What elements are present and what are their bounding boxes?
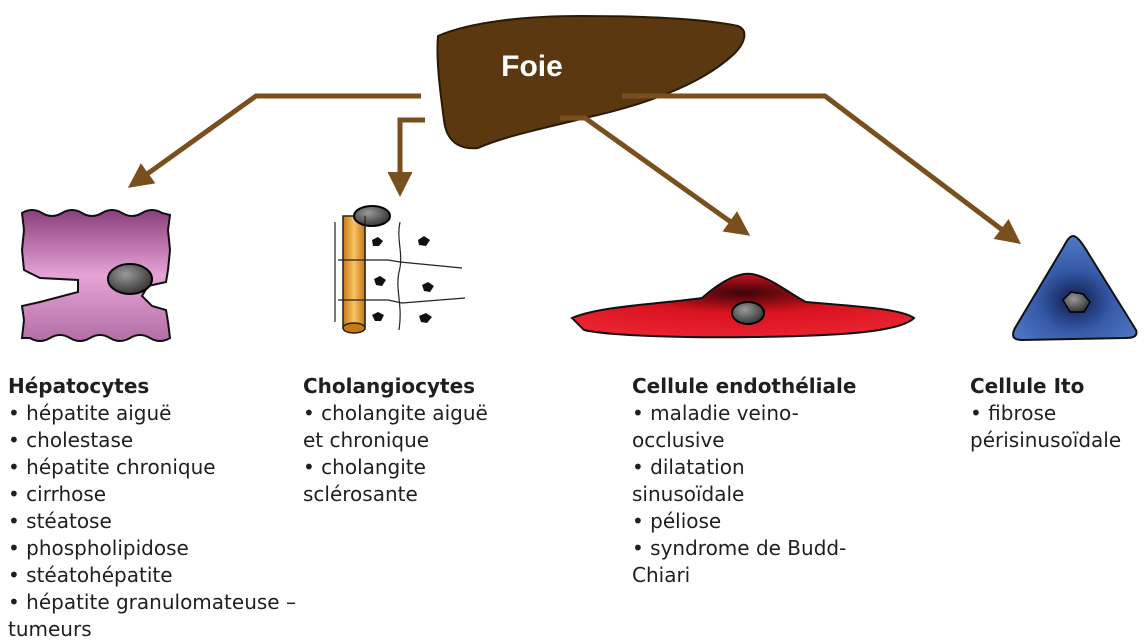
hepatocytes-item: • cholestase: [8, 427, 296, 454]
arrow-to-endothelial: [560, 118, 742, 230]
cholangiocytes-item: • cholangite aiguë: [303, 400, 488, 427]
cholangiocytes-block: Cholangiocytes • cholangite aiguë et chr…: [303, 373, 488, 508]
hepatocytes-block: Hépatocytes • hépatite aiguë • cholestas…: [8, 373, 296, 643]
arrow-to-ito: [622, 96, 1013, 238]
hepatocytes-item: tumeurs: [8, 616, 296, 643]
liver-label: Foie: [501, 50, 563, 83]
ito-item: périsinusoïdale: [970, 427, 1121, 454]
hepatocytes-item: • cirrhose: [8, 481, 296, 508]
endothelial-title: Cellule endothéliale: [632, 373, 856, 400]
endothelial-item: sinusoïdale: [632, 481, 856, 508]
endothelial-item: • péliose: [632, 508, 856, 535]
hepatocytes-item: • hépatite chronique: [8, 454, 296, 481]
hepatocytes-item: • stéatohépatite: [8, 562, 296, 589]
ito-title: Cellule Ito: [970, 373, 1121, 400]
cholangiocytes-item: • cholangite: [303, 454, 488, 481]
endothelial-item: occlusive: [632, 427, 856, 454]
hepatocyte-shape: [22, 210, 170, 341]
hepatocytes-item: • hépatite aiguë: [8, 400, 296, 427]
endothelial-shape: [572, 274, 914, 338]
endothelial-item: Chiari: [632, 562, 856, 589]
arrow-to-cholangiocytes: [400, 120, 425, 187]
arrow-to-hepatocytes: [136, 96, 421, 182]
hepatocytes-title: Hépatocytes: [8, 373, 296, 400]
cholangiocytes-title: Cholangiocytes: [303, 373, 488, 400]
ito-block: Cellule Ito • fibrose périsinusoïdale: [970, 373, 1121, 454]
ito-item: • fibrose: [970, 400, 1121, 427]
cholangiocyte-nucleus: [354, 206, 390, 226]
endothelial-item: • maladie veino-: [632, 400, 856, 427]
cholangiocyte-shape: [335, 206, 465, 333]
liver-shape: [437, 16, 744, 148]
endothelial-item: • dilatation: [632, 454, 856, 481]
hepatocyte-nucleus: [108, 264, 152, 294]
ito-shape: [1013, 236, 1136, 340]
cholangiocytes-item: sclérosante: [303, 481, 488, 508]
liver-body: [437, 16, 744, 148]
hepatocytes-item: • hépatite granulomateuse –: [8, 589, 296, 616]
endothelial-block: Cellule endothéliale • maladie veino- oc…: [632, 373, 856, 589]
cholangiocytes-item: et chronique: [303, 427, 488, 454]
endothelial-nucleus: [732, 302, 764, 324]
hepatocytes-item: • stéatose: [8, 508, 296, 535]
hepatocytes-item: • phospholipidose: [8, 535, 296, 562]
endothelial-item: • syndrome de Budd-: [632, 535, 856, 562]
